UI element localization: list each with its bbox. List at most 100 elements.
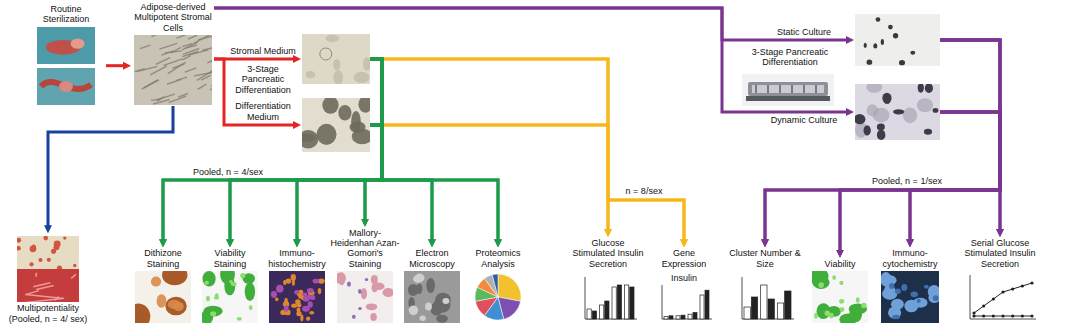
micrograph: [855, 14, 940, 66]
step-label: Gene Expression: [651, 248, 717, 269]
step-label: Differentiation Medium: [230, 101, 296, 122]
side-label-holder: Static Culture: [759, 27, 849, 37]
process-step: Cluster Number & Size: [729, 248, 801, 324]
flow-arrow: [370, 125, 684, 241]
annotation: 3-Stage Pancreatic Differentiation: [230, 64, 296, 95]
flow-arrow: [940, 40, 1000, 231]
flow-arrow: [230, 125, 382, 241]
tube: [791, 85, 793, 93]
micrograph: [269, 271, 325, 323]
axis-label: Insulin: [651, 273, 717, 283]
flow-arrow: [370, 125, 498, 241]
flow-arrow: [48, 106, 173, 227]
tube: [815, 85, 817, 93]
step-label: Stromal Medium: [230, 46, 296, 56]
micrograph: [302, 98, 370, 152]
process-step: Gene ExpressionInsulin: [651, 248, 717, 324]
flow-arrow: [765, 112, 1000, 241]
micrograph: [37, 27, 95, 105]
flow-arrow: [370, 125, 432, 241]
process-step: Routine Sterilization: [26, 4, 106, 106]
flow-arrow: [765, 40, 1000, 241]
micrograph: [962, 271, 1038, 323]
process-step: Viability: [810, 259, 870, 324]
flow-arrow: [230, 59, 382, 241]
process-step: Adipose-derived Multipotent Stromal Cell…: [132, 2, 214, 106]
process-step: Stromal Medium: [302, 34, 370, 84]
flow-arrow: [370, 59, 608, 231]
micrograph: [734, 271, 796, 323]
micrograph: [134, 35, 212, 105]
flow-arrow: [370, 59, 684, 241]
micrograph: [812, 271, 868, 323]
step-label: Routine Sterilization: [26, 4, 106, 25]
tube: [767, 85, 769, 93]
process-step: Electron Microscopy: [400, 248, 464, 324]
process-step: Immuno-histochemistry: [263, 248, 331, 324]
step-label: Cluster Number & Size: [729, 248, 801, 269]
micrograph: [577, 271, 639, 323]
step-label: Glucose Stimulated Insulin Secretion: [572, 238, 644, 269]
step-label: Immuno-cytochemistry: [874, 248, 946, 269]
step-label: Electron Microscopy: [400, 248, 464, 269]
flow-arrow: [297, 59, 382, 241]
step-label: Proteomics Analysis: [466, 248, 530, 269]
process-step: Proteomics Analysis: [466, 248, 530, 324]
step-label: Mallory-Heidenhan Azan-Gomori's Staining: [330, 228, 400, 269]
process-step: Multipotentiality (Pooled, n = 4/ sex): [3, 234, 93, 324]
micrograph: [855, 84, 940, 140]
micrograph: [404, 271, 460, 323]
step-label: Dithizone Staining: [131, 248, 195, 269]
micrograph: [202, 271, 258, 323]
step-label: Dynamic Culture: [759, 115, 849, 125]
process-step: Serial Glucose Stimulated Insulin Secret…: [951, 238, 1049, 324]
bioreactor-photo: [742, 74, 834, 106]
step-label: Adipose-derived Multipotent Stromal Cell…: [132, 2, 214, 33]
micrograph: [337, 271, 393, 323]
side-label-holder: Dynamic Culture: [759, 115, 849, 125]
tube: [755, 85, 757, 93]
flow-arrow: [370, 59, 498, 241]
process-step: Immuno-cytochemistry: [874, 248, 946, 324]
annotation: Pooled, n = 4/sex: [178, 167, 278, 177]
process-step: Mallory-Heidenhan Azan-Gomori's Staining: [330, 228, 400, 324]
flow-arrow: [214, 8, 848, 112]
step-label: Multipotentiality (Pooled, n = 4/ sex): [3, 303, 93, 324]
flow-arrow: [910, 40, 1000, 241]
flow-arrow: [940, 112, 1000, 231]
step-label: Immuno-histochemistry: [263, 248, 331, 269]
tube: [779, 85, 781, 93]
micrograph: [470, 271, 526, 323]
annotation: 3-Stage Pancreatic Differentiation: [735, 47, 845, 68]
flow-arrow: [840, 40, 1000, 252]
process-step: Dithizone Staining: [131, 248, 195, 324]
flow-arrow: [214, 59, 295, 125]
process-step: Differentiation Medium: [302, 98, 370, 152]
process-step: Dynamic Culture: [855, 84, 940, 140]
photo-ground: [742, 74, 834, 106]
annotation: Pooled, n = 1/sex: [862, 176, 952, 186]
step-label: Viability Staining: [198, 248, 262, 269]
bioreactor-rack: [752, 85, 824, 93]
process-step: Viability Staining: [198, 248, 262, 324]
side-label-holder: Differentiation Medium: [230, 101, 296, 122]
micrograph: [881, 271, 939, 323]
micrograph: [17, 236, 79, 302]
side-label-holder: Stromal Medium: [230, 46, 296, 56]
micrograph: [135, 271, 191, 323]
flow-arrow: [106, 64, 125, 67]
process-step: Glucose Stimulated Insulin Secretion: [572, 238, 644, 324]
flow-arrow: [370, 125, 608, 231]
annotation: n = 8/sex: [614, 186, 674, 196]
bioreactor-body: [748, 82, 828, 96]
step-label: Static Culture: [759, 27, 849, 37]
micrograph: [302, 34, 370, 84]
step-label: Serial Glucose Stimulated Insulin Secret…: [951, 238, 1049, 269]
tube: [803, 85, 805, 93]
flow-arrow: [370, 59, 432, 241]
bioreactor-base: [746, 96, 830, 101]
step-label: Viability: [825, 259, 856, 269]
flow-arrow: [214, 58, 295, 61]
process-step: Static Culture: [855, 14, 940, 66]
